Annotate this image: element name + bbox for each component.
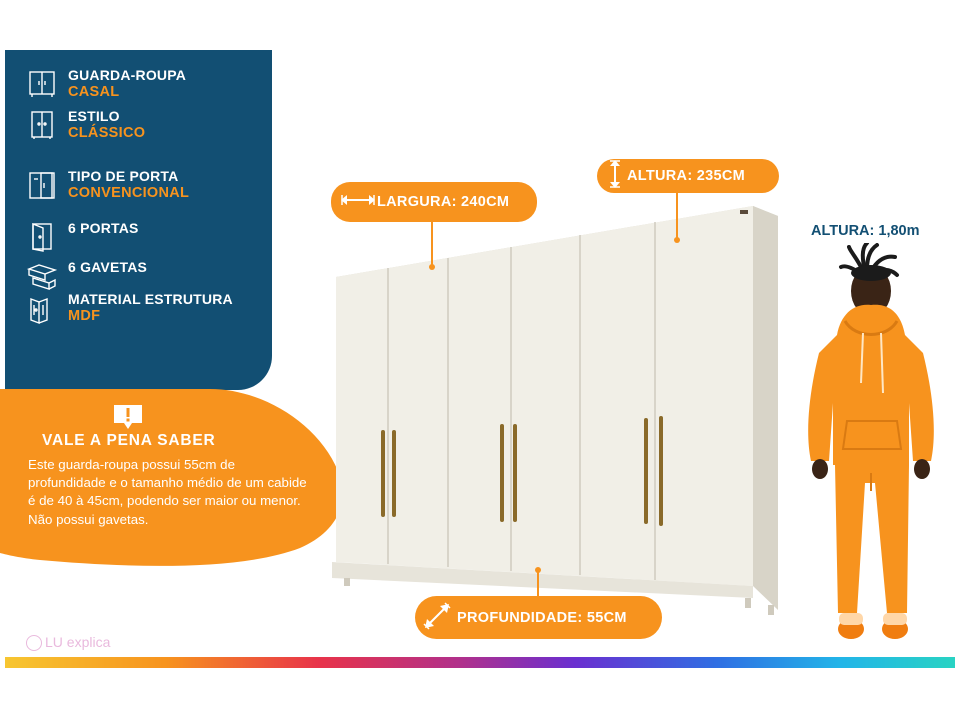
width-label: LARGURA: 240CM <box>331 182 537 222</box>
spec-label: MATERIAL ESTRUTURA <box>68 291 233 307</box>
spec-label: TIPO DE PORTA <box>68 168 179 184</box>
panel-material-icon <box>27 295 57 325</box>
wardrobe-illustration <box>332 206 778 615</box>
depth-leader-dot <box>535 567 541 573</box>
spec-label: GUARDA-ROUPA <box>68 67 187 83</box>
door-icon <box>27 222 57 252</box>
info-blob <box>0 389 343 566</box>
spec-panel: GUARDA-ROUPA CASAL ESTILO CLÁSSICO TIPO … <box>5 50 272 390</box>
depth-text: PROFUNDIDADE: 55CM <box>457 609 627 626</box>
width-text: LARGURA: 240CM <box>377 194 510 210</box>
door-type-icon <box>27 170 57 200</box>
spec-row-type: GUARDA-ROUPA CASAL <box>5 67 272 107</box>
height-label: ALTURA: 235CM <box>597 159 779 193</box>
diagonal-arrows-icon <box>423 601 451 634</box>
rainbow-divider <box>5 657 955 668</box>
height-leader-line <box>676 193 678 239</box>
spec-label: 6 GAVETAS <box>68 259 148 275</box>
spec-value: CLÁSSICO <box>68 125 146 141</box>
spec-row-door-type: TIPO DE PORTA CONVENCIONAL <box>5 168 272 208</box>
wardrobe-icon <box>27 69 57 99</box>
cabinet-style-icon <box>27 110 57 140</box>
depth-label: PROFUNDIDADE: 55CM <box>415 596 662 639</box>
logo-text: LU explica <box>45 634 111 650</box>
height-text: ALTURA: 235CM <box>627 168 746 184</box>
spec-label: 6 PORTAS <box>68 220 139 236</box>
spec-row-style: ESTILO CLÁSSICO <box>5 108 272 148</box>
vertical-arrows-icon <box>609 160 621 192</box>
chat-bubble-icon <box>26 635 42 652</box>
spec-value: MDF <box>68 308 101 324</box>
depth-leader-line <box>537 570 539 596</box>
drawers-icon <box>27 261 57 291</box>
horizontal-arrows-icon <box>341 194 375 210</box>
spec-row-doors: 6 PORTAS <box>5 220 272 260</box>
spec-label: ESTILO <box>68 108 120 124</box>
width-leader-line <box>431 222 433 266</box>
spec-value: CONVENCIONAL <box>68 185 190 201</box>
spec-value: CASAL <box>68 84 120 100</box>
spec-row-drawers: 6 GAVETAS <box>5 259 272 299</box>
width-leader-dot <box>429 264 435 270</box>
alert-icon <box>112 403 144 431</box>
person-illustration <box>808 243 934 639</box>
brand-logo: LU explica <box>26 634 111 652</box>
info-title: VALE A PENA SABER <box>42 432 216 449</box>
person-height-label: ALTURA: 1,80m <box>811 223 920 239</box>
info-text: Este guarda-roupa possui 55cm de profund… <box>28 457 307 527</box>
spec-row-material: MATERIAL ESTRUTURA MDF <box>5 291 272 331</box>
height-leader-dot <box>674 237 680 243</box>
